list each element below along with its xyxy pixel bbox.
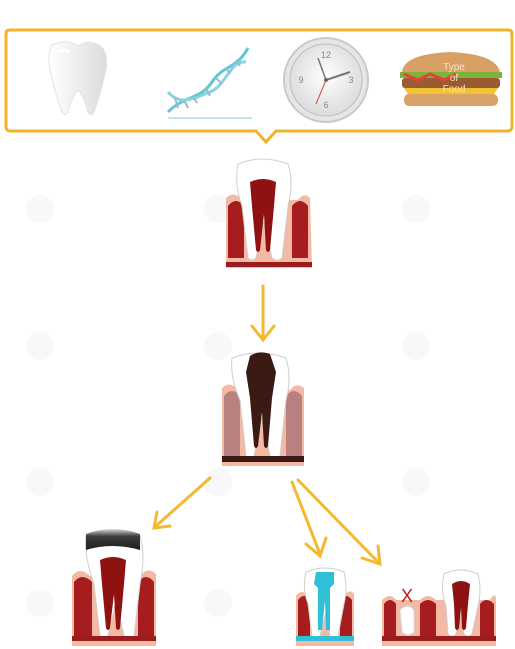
clock-number-6: 6 [323,100,328,110]
healthy-tooth [226,158,312,268]
arrow-to-root-canal [290,480,328,559]
crowned-tooth [72,529,156,646]
burger-label: Type of Food [432,62,476,95]
arrow-to-extraction [296,478,382,567]
arrow-to-crown [152,476,212,530]
clock-number-9: 9 [298,75,303,85]
root-canal-tooth [296,567,354,646]
extracted-tooth: X [382,569,496,646]
extraction-mark: X [401,586,413,606]
clock-icon: 12 3 6 9 [283,37,369,123]
burger-label-line-1: Type [443,62,465,73]
arrow-down [250,284,276,343]
burger-label-line-3: Food [442,84,466,95]
factors-frame [4,28,514,145]
clock-number-3: 3 [348,75,353,85]
watermark-logos [26,195,430,617]
burger-icon [400,52,502,106]
clock-number-12: 12 [321,50,331,60]
tooth-icon [48,41,108,116]
dna-icon [166,47,252,119]
burger-label-line-2: of [449,73,459,84]
decayed-tooth [222,352,304,466]
